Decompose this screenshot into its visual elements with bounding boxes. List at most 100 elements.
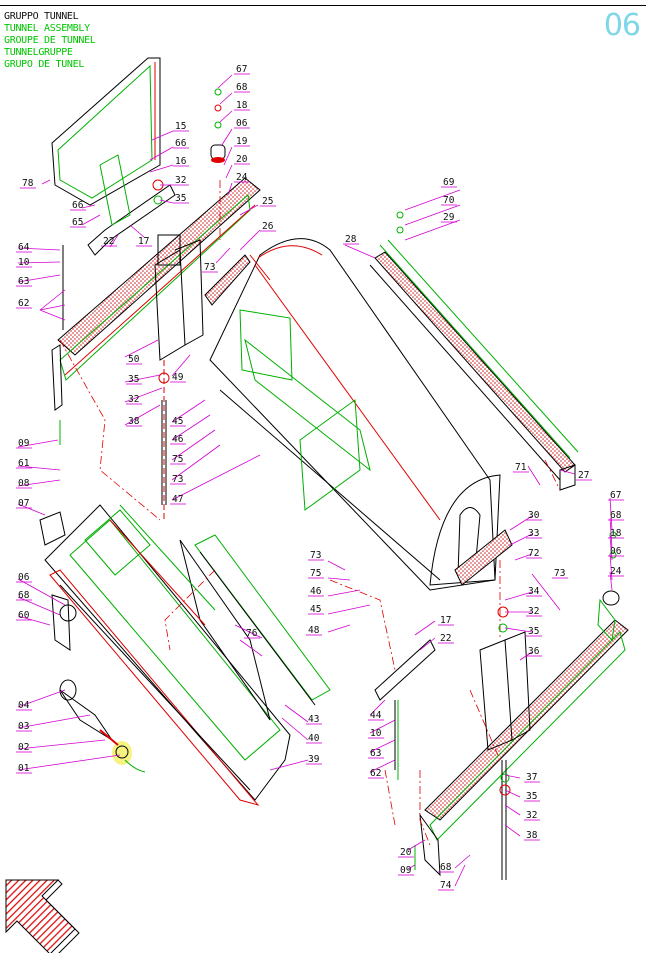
lower-frame bbox=[39, 504, 291, 806]
part-callout-63: 63 bbox=[18, 276, 29, 287]
part-callout-62: 62 bbox=[370, 768, 381, 779]
part-callout-38: 38 bbox=[128, 416, 140, 427]
part-callout-04: 04 bbox=[18, 700, 30, 711]
part-callout-37: 37 bbox=[526, 772, 537, 783]
part-callout-32: 32 bbox=[128, 394, 139, 405]
part-callout-38: 38 bbox=[526, 830, 538, 841]
vertical-column-50 bbox=[154, 234, 204, 520]
title-english: TUNNEL ASSEMBLY bbox=[4, 23, 90, 34]
part-callout-73: 73 bbox=[204, 262, 215, 273]
part-callout-09: 09 bbox=[400, 865, 412, 876]
part-callout-35: 35 bbox=[175, 193, 186, 204]
part-callout-06: 06 bbox=[236, 118, 248, 129]
tunnel-body bbox=[209, 238, 501, 591]
part-callout-68: 68 bbox=[440, 862, 452, 873]
part-callout-71: 71 bbox=[515, 462, 527, 473]
part-callout-10: 10 bbox=[18, 257, 30, 268]
part-callout-30: 30 bbox=[528, 510, 540, 521]
part-callout-47: 47 bbox=[172, 494, 183, 505]
part-callout-24: 24 bbox=[610, 566, 622, 577]
hardware-parts bbox=[59, 88, 617, 870]
part-callout-67: 67 bbox=[236, 64, 247, 75]
part-callout-28: 28 bbox=[345, 234, 357, 245]
part-callout-40: 40 bbox=[308, 733, 320, 744]
part-callout-66: 66 bbox=[72, 200, 84, 211]
part-callout-39: 39 bbox=[308, 754, 320, 765]
part-callout-27: 27 bbox=[578, 470, 589, 481]
part-callout-01: 01 bbox=[18, 763, 30, 774]
part-callout-34: 34 bbox=[528, 586, 540, 597]
callout-labels: 67 68 18 06 19 20 24 25 26 15 66 16 32 35 17 22 78 66 65 64… bbox=[16, 64, 624, 891]
page-number: 06 bbox=[603, 8, 641, 43]
part-callout-50: 50 bbox=[128, 354, 140, 365]
part-callout-15: 15 bbox=[175, 121, 186, 132]
part-callout-69: 69 bbox=[443, 177, 455, 188]
part-callout-24: 24 bbox=[236, 172, 248, 183]
header-rule bbox=[0, 5, 646, 6]
assembly-guides bbox=[59, 180, 561, 846]
part-callout-45: 45 bbox=[310, 604, 321, 615]
title-italian: GRUPPO TUNNEL bbox=[4, 11, 79, 22]
part-callout-10: 10 bbox=[370, 728, 382, 739]
part-callout-08: 08 bbox=[18, 478, 30, 489]
part-callout-43: 43 bbox=[308, 714, 319, 725]
part-callout-09: 09 bbox=[18, 438, 30, 449]
cylinder-assembly bbox=[59, 679, 146, 773]
part-callout-68: 68 bbox=[18, 590, 30, 601]
part-callout-19: 19 bbox=[236, 136, 248, 147]
part-callout-22: 22 bbox=[103, 236, 114, 247]
part-callout-06: 06 bbox=[610, 546, 622, 557]
part-callout-26: 26 bbox=[262, 221, 274, 232]
right-rail-28 bbox=[369, 239, 579, 491]
part-callout-35: 35 bbox=[128, 374, 139, 385]
part-callout-20: 20 bbox=[400, 847, 412, 858]
assembly-title-block: GRUPPO TUNNEL TUNNEL ASSEMBLY GROUPE DE … bbox=[4, 11, 96, 71]
title-french: GROUPE DE TUNNEL bbox=[4, 35, 96, 46]
callout-leaders bbox=[17, 74, 613, 887]
part-callout-78: 78 bbox=[22, 178, 34, 189]
part-callout-61: 61 bbox=[18, 458, 30, 469]
part-callout-64: 64 bbox=[18, 242, 30, 253]
part-callout-20: 20 bbox=[236, 154, 248, 165]
part-callout-32: 32 bbox=[526, 810, 537, 821]
part-callout-68: 68 bbox=[610, 510, 622, 521]
part-callout-36: 36 bbox=[528, 646, 540, 657]
part-callout-75: 75 bbox=[172, 454, 183, 465]
part-callout-76: 76 bbox=[246, 628, 258, 639]
part-callout-72: 72 bbox=[528, 548, 539, 559]
part-callout-63: 63 bbox=[370, 748, 381, 759]
part-callout-35: 35 bbox=[528, 626, 539, 637]
part-callout-16: 16 bbox=[175, 156, 187, 167]
title-spanish: GRUPO DE TUNEL bbox=[4, 59, 85, 70]
part-callout-45: 45 bbox=[172, 416, 183, 427]
part-callout-66: 66 bbox=[175, 138, 187, 149]
right-lower-assembly bbox=[374, 529, 629, 880]
part-callout-17: 17 bbox=[440, 615, 451, 626]
part-callout-74: 74 bbox=[440, 880, 452, 891]
part-callout-07: 07 bbox=[18, 498, 29, 509]
part-callout-48: 48 bbox=[308, 625, 320, 636]
bar-48 bbox=[194, 534, 331, 706]
part-callout-65: 65 bbox=[72, 217, 83, 228]
part-callout-68: 68 bbox=[236, 82, 248, 93]
part-callout-03: 03 bbox=[18, 721, 29, 732]
part-callout-25: 25 bbox=[262, 196, 273, 207]
part-callout-18: 18 bbox=[610, 528, 622, 539]
part-callout-60: 60 bbox=[18, 610, 30, 621]
title-german: TUNNELGRUPPE bbox=[4, 47, 73, 58]
part-callout-32: 32 bbox=[528, 606, 539, 617]
part-callout-73: 73 bbox=[172, 474, 183, 485]
part-callout-29: 29 bbox=[443, 212, 455, 223]
part-callout-33: 33 bbox=[528, 528, 539, 539]
part-callout-49: 49 bbox=[172, 372, 184, 383]
part-callout-75: 75 bbox=[310, 568, 321, 579]
direction-arrow-icon bbox=[5, 879, 80, 953]
upper-left-rail bbox=[51, 177, 261, 411]
part-callout-46: 46 bbox=[172, 434, 184, 445]
side-panel-15 bbox=[51, 57, 161, 206]
part-callout-02: 02 bbox=[18, 742, 29, 753]
part-callout-17: 17 bbox=[138, 236, 149, 247]
part-callout-44: 44 bbox=[370, 710, 382, 721]
